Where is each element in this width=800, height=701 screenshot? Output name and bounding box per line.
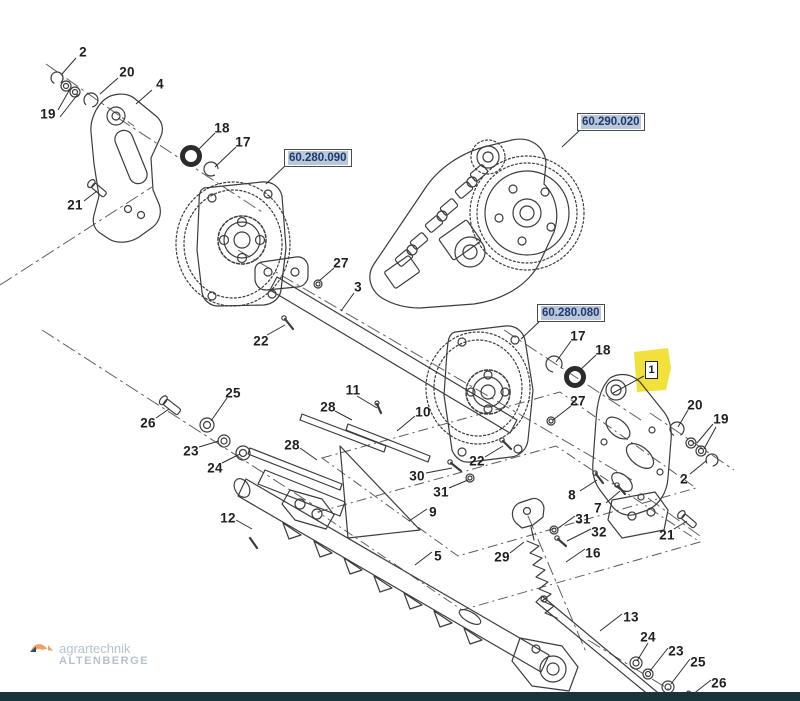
bracket-part-1 xyxy=(499,373,697,539)
part-label-21-topleft: 21 xyxy=(67,197,83,213)
part-label-5: 5 xyxy=(434,548,442,564)
part-label-11: 11 xyxy=(345,382,361,398)
brand-name: agrartechnik xyxy=(59,641,131,656)
part-label-17-topleft: 17 xyxy=(235,134,251,150)
part-label-7: 7 xyxy=(594,500,602,516)
part-label-2-topleft: 2 xyxy=(79,44,87,60)
part-label-12: 12 xyxy=(220,510,236,526)
part-label-29: 29 xyxy=(494,549,510,565)
highlighted-part-label[interactable]: 1 xyxy=(645,361,658,379)
spring-assembly xyxy=(447,459,568,619)
footer-bar xyxy=(0,692,800,701)
part-label-26-left: 26 xyxy=(140,415,156,431)
part-label-10: 10 xyxy=(415,404,431,420)
gear-housing-60280090 xyxy=(175,181,291,307)
fasteners-top-left xyxy=(50,71,99,108)
part-label-31-a: 31 xyxy=(433,484,449,500)
part-label-25-bottom: 25 xyxy=(690,654,706,670)
gearbox-assembly-60290020 xyxy=(369,138,585,309)
gearbox-fittings xyxy=(384,139,506,289)
bolt-21-top-left xyxy=(87,179,107,198)
part-label-22-bottom: 22 xyxy=(469,453,485,469)
part-label-8: 8 xyxy=(568,487,576,503)
part-label-24-left: 24 xyxy=(207,460,223,476)
part-label-25-left: 25 xyxy=(225,385,241,401)
refbox-60280090[interactable]: 60.280.090 xyxy=(284,149,352,168)
part-label-16: 16 xyxy=(585,545,601,561)
brand-city: ALTENBERGE xyxy=(59,655,149,667)
part-label-28-b: 28 xyxy=(284,437,300,453)
part-label-28-a: 28 xyxy=(320,399,336,415)
part-label-20-right: 20 xyxy=(687,397,703,413)
part-label-22-left: 22 xyxy=(253,333,269,349)
part-label-19-right: 19 xyxy=(713,411,729,427)
part-label-17-right: 17 xyxy=(570,328,586,344)
brand-logo: agrartechnik ALTENBERGE xyxy=(28,636,149,668)
part-label-20-topleft: 20 xyxy=(119,64,135,80)
part-label-21-right: 21 xyxy=(659,527,675,543)
washer-chain-left xyxy=(158,395,251,461)
leader-lines xyxy=(57,57,717,696)
part-label-19-topleft: 19 xyxy=(40,106,56,122)
part-label-30: 30 xyxy=(409,468,425,484)
tube-part-3 xyxy=(254,256,518,434)
rings-right xyxy=(669,421,719,467)
bolt-21-right xyxy=(677,510,697,529)
part-label-13: 13 xyxy=(623,609,639,625)
part-label-27-top: 27 xyxy=(333,255,349,271)
part-label-31-b: 31 xyxy=(575,511,591,527)
part-label-18-right: 18 xyxy=(595,342,611,358)
ring-17-bearing-18-right xyxy=(545,355,586,388)
refbox-60290020[interactable]: 60.290.020 xyxy=(577,113,645,132)
center-lines xyxy=(0,63,735,701)
brand-logo-mark xyxy=(30,644,53,652)
phantom-boxes xyxy=(316,391,702,611)
part-label-9: 9 xyxy=(429,504,437,520)
bracket-part-4 xyxy=(87,93,163,243)
part-label-23-left: 23 xyxy=(183,443,199,459)
part-label-18-topleft: 18 xyxy=(214,120,230,136)
part-label-24-bottom: 24 xyxy=(640,629,656,645)
refbox-60280080[interactable]: 60.280.080 xyxy=(537,304,605,323)
part-label-23-bottom: 23 xyxy=(668,643,684,659)
bearing-18-ring-17-left xyxy=(180,145,219,177)
part-label-4: 4 xyxy=(156,76,164,92)
gear-plate-60280080 xyxy=(425,325,556,463)
tube-part-5 xyxy=(233,478,579,692)
knife-blades xyxy=(247,400,431,550)
part-label-27-right: 27 xyxy=(570,393,586,409)
part-label-32: 32 xyxy=(591,524,607,540)
part-label-2-right: 2 xyxy=(680,471,688,487)
part-label-3: 3 xyxy=(354,279,362,295)
part-label-26-bottom: 26 xyxy=(711,675,727,691)
